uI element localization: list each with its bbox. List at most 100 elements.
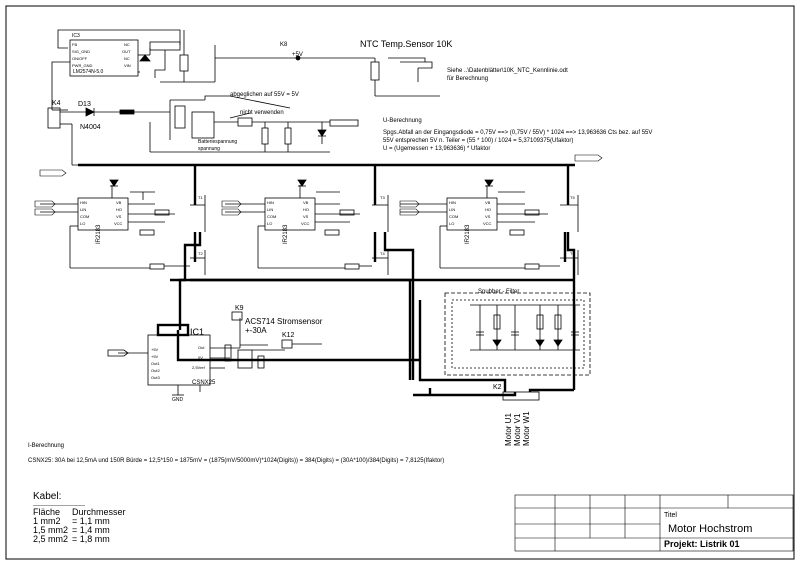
motor-u1: Motor U1 — [504, 413, 513, 446]
drv3-vcc: VCC — [483, 221, 492, 226]
signal-tags — [34, 154, 603, 216]
drv3-com: COM — [449, 214, 459, 219]
ic3-pin-sig-gnd: SIG_GND — [72, 49, 91, 54]
ic3-part: LM2574N-5.0 — [73, 69, 104, 75]
drv3-hin: HIN — [449, 200, 456, 205]
current-sensor-range: +-30A — [245, 326, 267, 335]
cable-row1-dia: = 1,1 mm — [72, 516, 110, 526]
drv1-lo: LO — [80, 221, 86, 226]
ic1-pin-0v: 0V — [198, 355, 203, 360]
drv3-vb: VB — [485, 200, 491, 205]
drv3-ref: IR2183 — [465, 224, 471, 244]
drv2-lo: LO — [267, 221, 273, 226]
snubber-title: Snubber - Filter — [478, 289, 520, 295]
ic3-pin-nc1: NC — [124, 42, 130, 47]
ic1-pin-out2: Out2 — [151, 368, 160, 373]
ic3-regulator — [51, 29, 280, 111]
i-calc-title: I-Berechnung — [28, 443, 65, 449]
drv1-com: COM — [80, 214, 90, 219]
cable-row3-area: 2,5 mm2 — [33, 534, 69, 544]
ic1-pin-5v-b: +5V — [151, 354, 159, 359]
driver-3 — [400, 179, 579, 275]
ic3-pin-fb: FB — [72, 42, 78, 47]
drv1-vb: VB — [116, 200, 122, 205]
drv2-vs: VS — [303, 214, 309, 219]
motor-connector — [502, 391, 540, 401]
driver-2 — [225, 179, 389, 275]
ic3-pin-out: OUT — [122, 49, 131, 54]
ic1-part: CSNX25 — [192, 380, 216, 386]
drv3-lo: LO — [449, 221, 455, 226]
motor-v1: Motor V1 — [513, 413, 522, 446]
mosfet-t5: T5 — [570, 195, 575, 200]
power-bus — [78, 163, 576, 397]
snubber-filter — [444, 292, 591, 376]
u-calc-line2: 55V entsprechen 5V n. Teiler = (55 * 100… — [383, 138, 574, 144]
drv1-ho: HO — [116, 207, 122, 212]
drv2-lin: LIN — [267, 207, 274, 212]
drv2-hin: HIN — [267, 200, 274, 205]
d13-ref: D13 — [78, 101, 91, 108]
current-sensor-block — [107, 311, 322, 396]
ntc-title: NTC Temp.Sensor 10K — [360, 39, 453, 49]
drv1-ref: IR2183 — [96, 224, 102, 244]
mosfet-t3: T3 — [380, 195, 385, 200]
drv2-ho: HO — [303, 207, 309, 212]
ic1-pin-5v-a: +5V — [151, 347, 159, 352]
ic1-pin-vref: 2,5Vref — [192, 365, 205, 370]
cable-row1-area: 1 mm2 — [33, 516, 61, 526]
ic3-pin-pwr-gnd: PWR_GND — [72, 63, 93, 68]
title-label: Titel — [664, 512, 677, 519]
cable-row2-area: 1,5 mm2 — [33, 525, 69, 535]
title-block-grid — [514, 494, 794, 552]
drv2-com: COM — [267, 214, 277, 219]
ic1-pin-out: Out — [198, 345, 205, 350]
cable-row2-dia: = 1,4 mm — [72, 525, 110, 535]
battery-label-2: spannung — [198, 146, 220, 152]
sheet-frame — [5, 5, 795, 560]
mosfet-t4: T4 — [380, 251, 385, 256]
ic1-gnd: GND — [172, 397, 184, 403]
driver-1 — [40, 179, 206, 275]
drv2-ref: IR2183 — [283, 224, 289, 244]
drawing-title: Motor Hochstrom — [668, 523, 753, 535]
drv1-lin: LIN — [80, 207, 87, 212]
current-sensor-title: ACS714 Stromsensor — [245, 317, 323, 326]
motor-w1: Motor W1 — [522, 411, 531, 446]
not-used-note: nicht verwenden — [240, 110, 284, 116]
k12-ref: K12 — [282, 332, 295, 339]
ic3-pin-vin: VIN — [124, 63, 131, 68]
drv2-vcc: VCC — [301, 221, 310, 226]
drv3-ho: HO — [485, 207, 491, 212]
drv2-vb: VB — [303, 200, 309, 205]
cable-separator: -------------------------- — [33, 503, 85, 509]
u-calc-title: U-Berechnung — [383, 118, 422, 124]
k2-ref: K2 — [493, 384, 502, 391]
project-name: Projekt: Listrik 01 — [664, 539, 740, 549]
mosfet-t6: T6 — [570, 251, 575, 256]
d13-part: N4004 — [80, 124, 101, 131]
u-calc-line1: Spgs.Abfall an der Eingangsdiode = 0,75V… — [383, 130, 653, 136]
u-calc-line3: U = (Ugemessen + 13,963636) * Ufaktor — [383, 146, 491, 152]
cable-col-area: Fläche — [33, 507, 61, 517]
ic3-pin-on-off: ON/OFF — [72, 56, 88, 61]
ntc-note-calc: für Berechnung — [447, 76, 489, 82]
i-calc-line1: CSNX25: 30A bei 12,5mA und 150R Bürde = … — [28, 458, 445, 464]
cable-title: Kabel: — [33, 491, 62, 502]
ntc-connector-ref: K8 — [280, 42, 288, 48]
ntc-sensor — [280, 55, 440, 97]
k9-ref: K9 — [235, 305, 244, 312]
cable-row3-dia: = 1,8 mm — [72, 534, 110, 544]
cable-col-diameter: Durchmesser — [72, 507, 126, 517]
drv3-lin: LIN — [449, 207, 456, 212]
ic3-pin-nc2: NC — [124, 56, 130, 61]
mosfet-t1: T1 — [198, 195, 203, 200]
ntc-note-path: Siehe ..\Datenblätter\10K_NTC_Kennlinie.… — [447, 68, 568, 74]
ic3-ref: IC3 — [72, 33, 80, 39]
mosfet-t2: T2 — [198, 251, 203, 256]
adjust-note: abgeglichen auf 55V = 5V — [230, 92, 299, 98]
drv1-hin: HIN — [80, 200, 87, 205]
k4-ref: K4 — [52, 100, 61, 107]
